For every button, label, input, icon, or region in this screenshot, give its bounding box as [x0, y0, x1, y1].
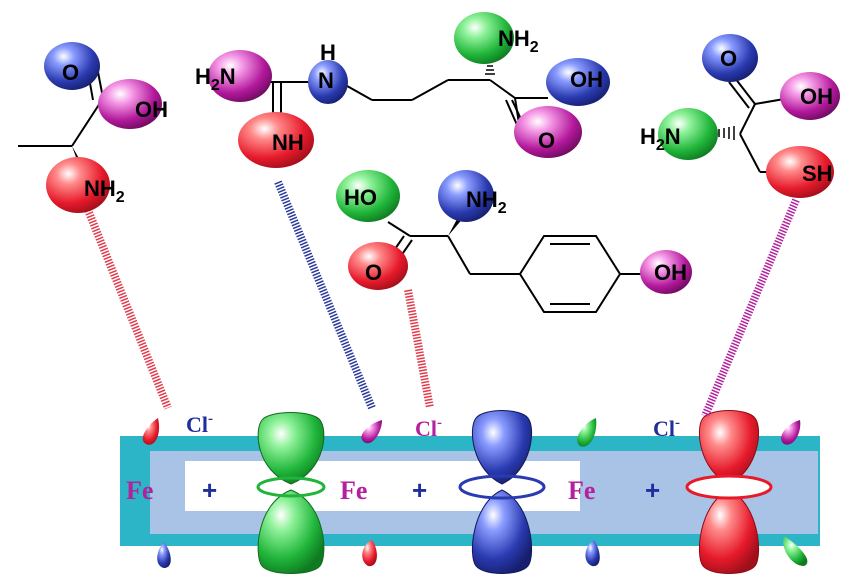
alanine-o-atom [44, 42, 100, 90]
interaction-line-alanine [84, 208, 172, 410]
arginine-nh-label: NH [272, 130, 304, 155]
plus-label-3: + [645, 475, 660, 505]
cysteine-o-atom [702, 34, 758, 82]
droplet-mag-2 [781, 420, 801, 445]
droplet-red-2 [362, 540, 377, 567]
tyrosine-ho-atom [336, 170, 400, 222]
arginine-nh-top-atom [308, 60, 348, 104]
droplet-red-1 [142, 418, 160, 445]
arginine-o-label: O [538, 128, 555, 153]
tyrosine-nh2-atom [438, 170, 494, 222]
arginine-h-label: H [320, 40, 336, 65]
interaction-line-tyrosine [404, 289, 434, 409]
chloride-label-2: Cl- [415, 415, 442, 441]
plus-label-2: + [412, 475, 427, 505]
alanine-o-label: O [62, 60, 79, 85]
arginine-nh-bottom-atom [238, 112, 314, 168]
cysteine-o-label: O [720, 46, 737, 71]
interaction-line-cysteine [701, 198, 800, 418]
cysteine-molecule: O OH H2N SH [640, 34, 840, 198]
fe-label-1: Fe [126, 476, 153, 505]
tyrosine-ho-label: HO [344, 185, 377, 210]
alanine-nh2-atom [46, 157, 110, 213]
tyrosine-oh-atom [640, 250, 692, 294]
alanine-oh-label: OH [135, 97, 168, 122]
arginine-o-atom [514, 106, 582, 158]
arginine-molecule: H2N H N NH NH2 O OH [195, 12, 610, 168]
fe-label-3: Fe [568, 476, 595, 505]
d-orbital-red [685, 410, 773, 574]
d-orbital-green [256, 412, 326, 574]
chloride-label-1: Cl- [186, 411, 213, 437]
tyrosine-oh-label: OH [654, 260, 687, 285]
tyrosine-o-atom [348, 242, 408, 290]
arginine-h2n-atom [208, 50, 272, 102]
fe-label-2: Fe [340, 476, 367, 505]
d-orbital-blue [458, 410, 546, 574]
alanine-molecule: O OH NH2 [18, 42, 168, 213]
interaction-lines [84, 180, 800, 418]
droplet-mag-1 [361, 420, 382, 444]
alanine-oh-atom [98, 79, 162, 129]
droplet-blue-2 [585, 540, 600, 567]
arginine-nh2-atom [454, 12, 514, 64]
cysteine-oh-atom [780, 72, 840, 120]
chloride-labels: Cl- Cl- Cl- [186, 411, 680, 441]
tyrosine-o-label: O [365, 260, 382, 285]
chloride-label-3: Cl- [653, 415, 680, 441]
droplet-green-2 [783, 536, 808, 566]
cysteine-sh-label: SH [802, 161, 833, 186]
cysteine-oh-label: OH [800, 84, 833, 109]
arginine-n-label: N [318, 68, 334, 93]
droplet-green-1 [577, 418, 597, 447]
cysteine-sh-atom [766, 146, 834, 198]
plus-label-1: + [202, 475, 217, 505]
small-droplets [142, 418, 808, 568]
arginine-oh-atom [546, 58, 610, 106]
cysteine-h2n-atom [658, 108, 718, 160]
tyrosine-molecule: HO NH2 O OH [336, 170, 692, 313]
arginine-oh-label: OH [570, 67, 603, 92]
droplet-blue-1 [157, 542, 171, 568]
surface-labels: Fe + Fe + Fe + [126, 475, 660, 505]
